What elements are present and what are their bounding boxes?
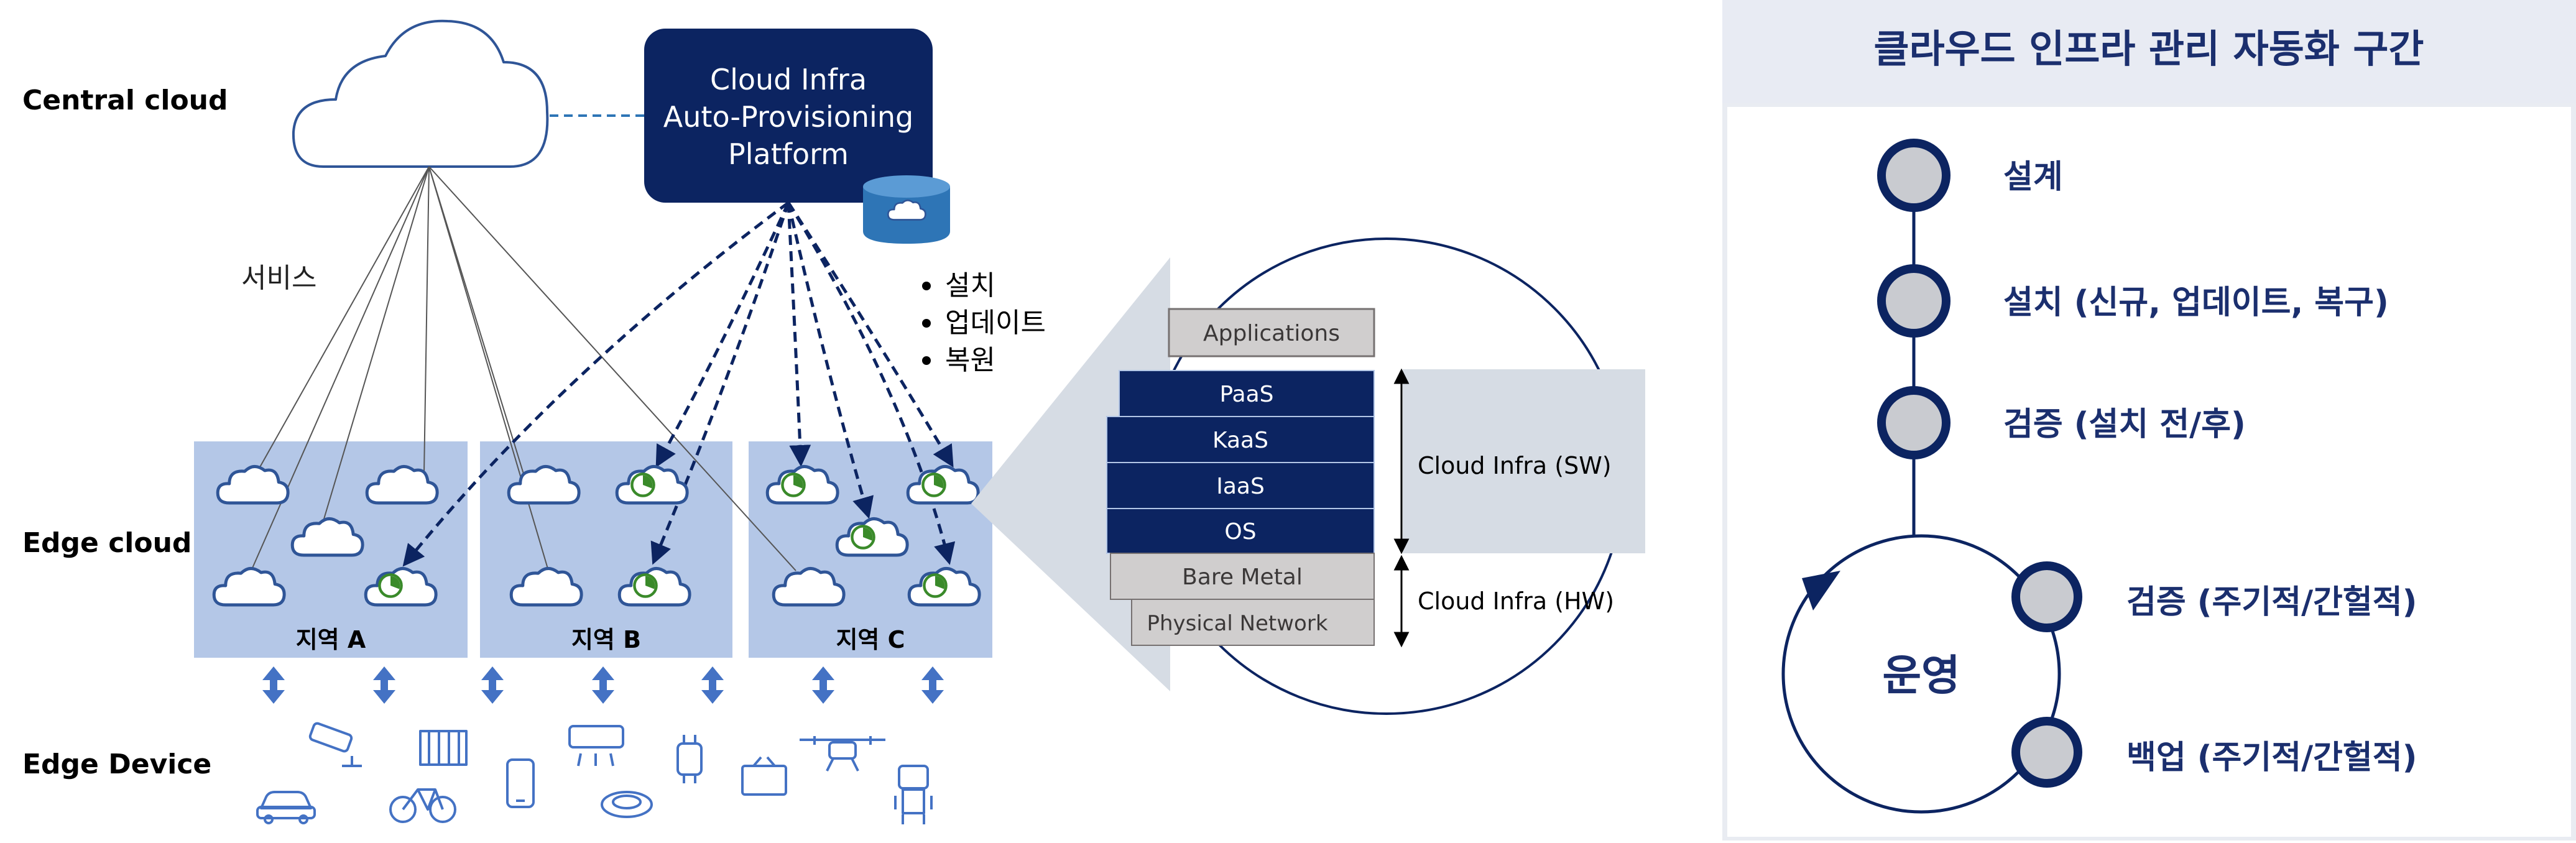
action-restore: 복원 — [945, 344, 995, 376]
timeline-node — [1877, 139, 1950, 212]
layer-os-label: OS — [1224, 519, 1256, 545]
cctv-camera-icon — [308, 722, 362, 767]
layer-bare-metal — [1110, 553, 1375, 600]
layer-os — [1106, 508, 1375, 554]
edge-device-label: Edge Device — [22, 749, 211, 780]
cycle-label-verify: 검증 (주기적/간헐적) — [2126, 584, 2417, 621]
panel-title-bar — [1722, 0, 2576, 103]
managed-gauge-icon — [924, 574, 946, 596]
cycle-label-backup: 백업 (주기적/간헐적) — [2126, 739, 2417, 776]
cycle-node — [2011, 717, 2082, 788]
layer-kaas — [1106, 416, 1375, 463]
infra-layer-stack: Applications PaaS KaaS IaaS OS Bare Meta… — [1106, 308, 1375, 646]
operations-label: 운영 — [1882, 652, 1960, 701]
step-label-install: 설치 (신규, 업데이트, 복구) — [2003, 284, 2389, 321]
managed-gauge-icon — [634, 574, 656, 596]
provisioning-arrows — [402, 201, 956, 567]
air-conditioner-icon — [568, 725, 624, 767]
cycle-step: 검증 (주기적/간헐적) — [2011, 561, 2417, 632]
central-cloud-label: Central cloud — [22, 85, 228, 116]
cloud-infra-sw-label: Cloud Infra (SW) — [1418, 452, 1612, 479]
layer-bare-metal-label: Bare Metal — [1182, 564, 1303, 590]
timeline-node — [1877, 386, 1950, 459]
provisioning-platform-box: Cloud Infra Auto-Provisioning Platform — [644, 29, 933, 203]
central-cloud-icon — [292, 19, 549, 168]
factory-icon — [419, 730, 468, 766]
cycle-node — [2011, 561, 2082, 632]
layer-applications-label: Applications — [1203, 321, 1340, 346]
drone-icon — [800, 736, 885, 772]
cycle-step: 백업 (주기적/간헐적) — [2011, 717, 2417, 788]
edge-cloud-label: Edge cloud — [22, 527, 192, 559]
region-label-a: 지역 A — [296, 626, 366, 653]
edge-device-icons — [256, 722, 933, 824]
action-install: 설치 — [945, 270, 995, 302]
device-link-arrows — [262, 666, 944, 704]
region-label-b: 지역 B — [571, 626, 641, 653]
timeline-step: 설계 — [1877, 139, 2063, 212]
action-update: 업데이트 — [945, 307, 1046, 339]
smartphone-icon — [506, 758, 535, 808]
action-list: 설치 업데이트 복원 — [922, 270, 1046, 376]
platform-title-line3: Platform — [728, 137, 849, 171]
region-box-b — [480, 441, 732, 658]
layer-brackets — [1393, 368, 1410, 648]
managed-gauge-icon — [782, 474, 804, 495]
timeline-node — [1877, 264, 1950, 338]
step-label-design: 설계 — [2003, 159, 2063, 196]
layer-applications — [1168, 308, 1375, 357]
region-label-c: 지역 C — [836, 626, 905, 653]
managed-gauge-icon — [379, 574, 401, 596]
smart-tv-icon — [741, 756, 787, 796]
robot-icon — [894, 765, 933, 824]
managed-gauge-icon — [923, 474, 944, 495]
smartwatch-icon — [676, 735, 703, 783]
database-icon — [863, 175, 950, 244]
panel-body — [1727, 107, 2571, 837]
layer-physical-network — [1131, 599, 1375, 646]
timeline-step: 설치 (신규, 업데이트, 복구) — [1877, 264, 2389, 338]
platform-title-line1: Cloud Infra — [710, 63, 867, 96]
platform-title-line2: Auto-Provisioning — [663, 100, 913, 134]
layer-kaas-label: KaaS — [1212, 428, 1268, 453]
panel-title: 클라우드 인프라 관리 자동화 구간 — [1874, 26, 2424, 71]
cloud-infra-hw-label: Cloud Infra (HW) — [1418, 587, 1614, 615]
bicycle-icon — [389, 788, 456, 823]
cycle-arrowhead — [1802, 571, 1840, 610]
managed-gauge-icon — [632, 474, 653, 495]
step-label-verify: 검증 (설치 전/후) — [2003, 406, 2246, 443]
timeline-step: 검증 (설치 전/후) — [1877, 386, 2246, 459]
car-icon — [256, 791, 316, 824]
layer-paas-label: PaaS — [1219, 382, 1273, 407]
managed-gauge-icon — [852, 526, 874, 548]
layer-iaas-label: IaaS — [1216, 474, 1265, 499]
layer-paas — [1119, 370, 1375, 417]
sw-highlight-band — [1403, 369, 1645, 553]
operations-cycle — [1781, 534, 2061, 814]
robot-vacuum-icon — [601, 791, 653, 818]
service-label: 서비스 — [241, 262, 316, 294]
layer-physical-network-label: Physical Network — [1147, 611, 1327, 636]
